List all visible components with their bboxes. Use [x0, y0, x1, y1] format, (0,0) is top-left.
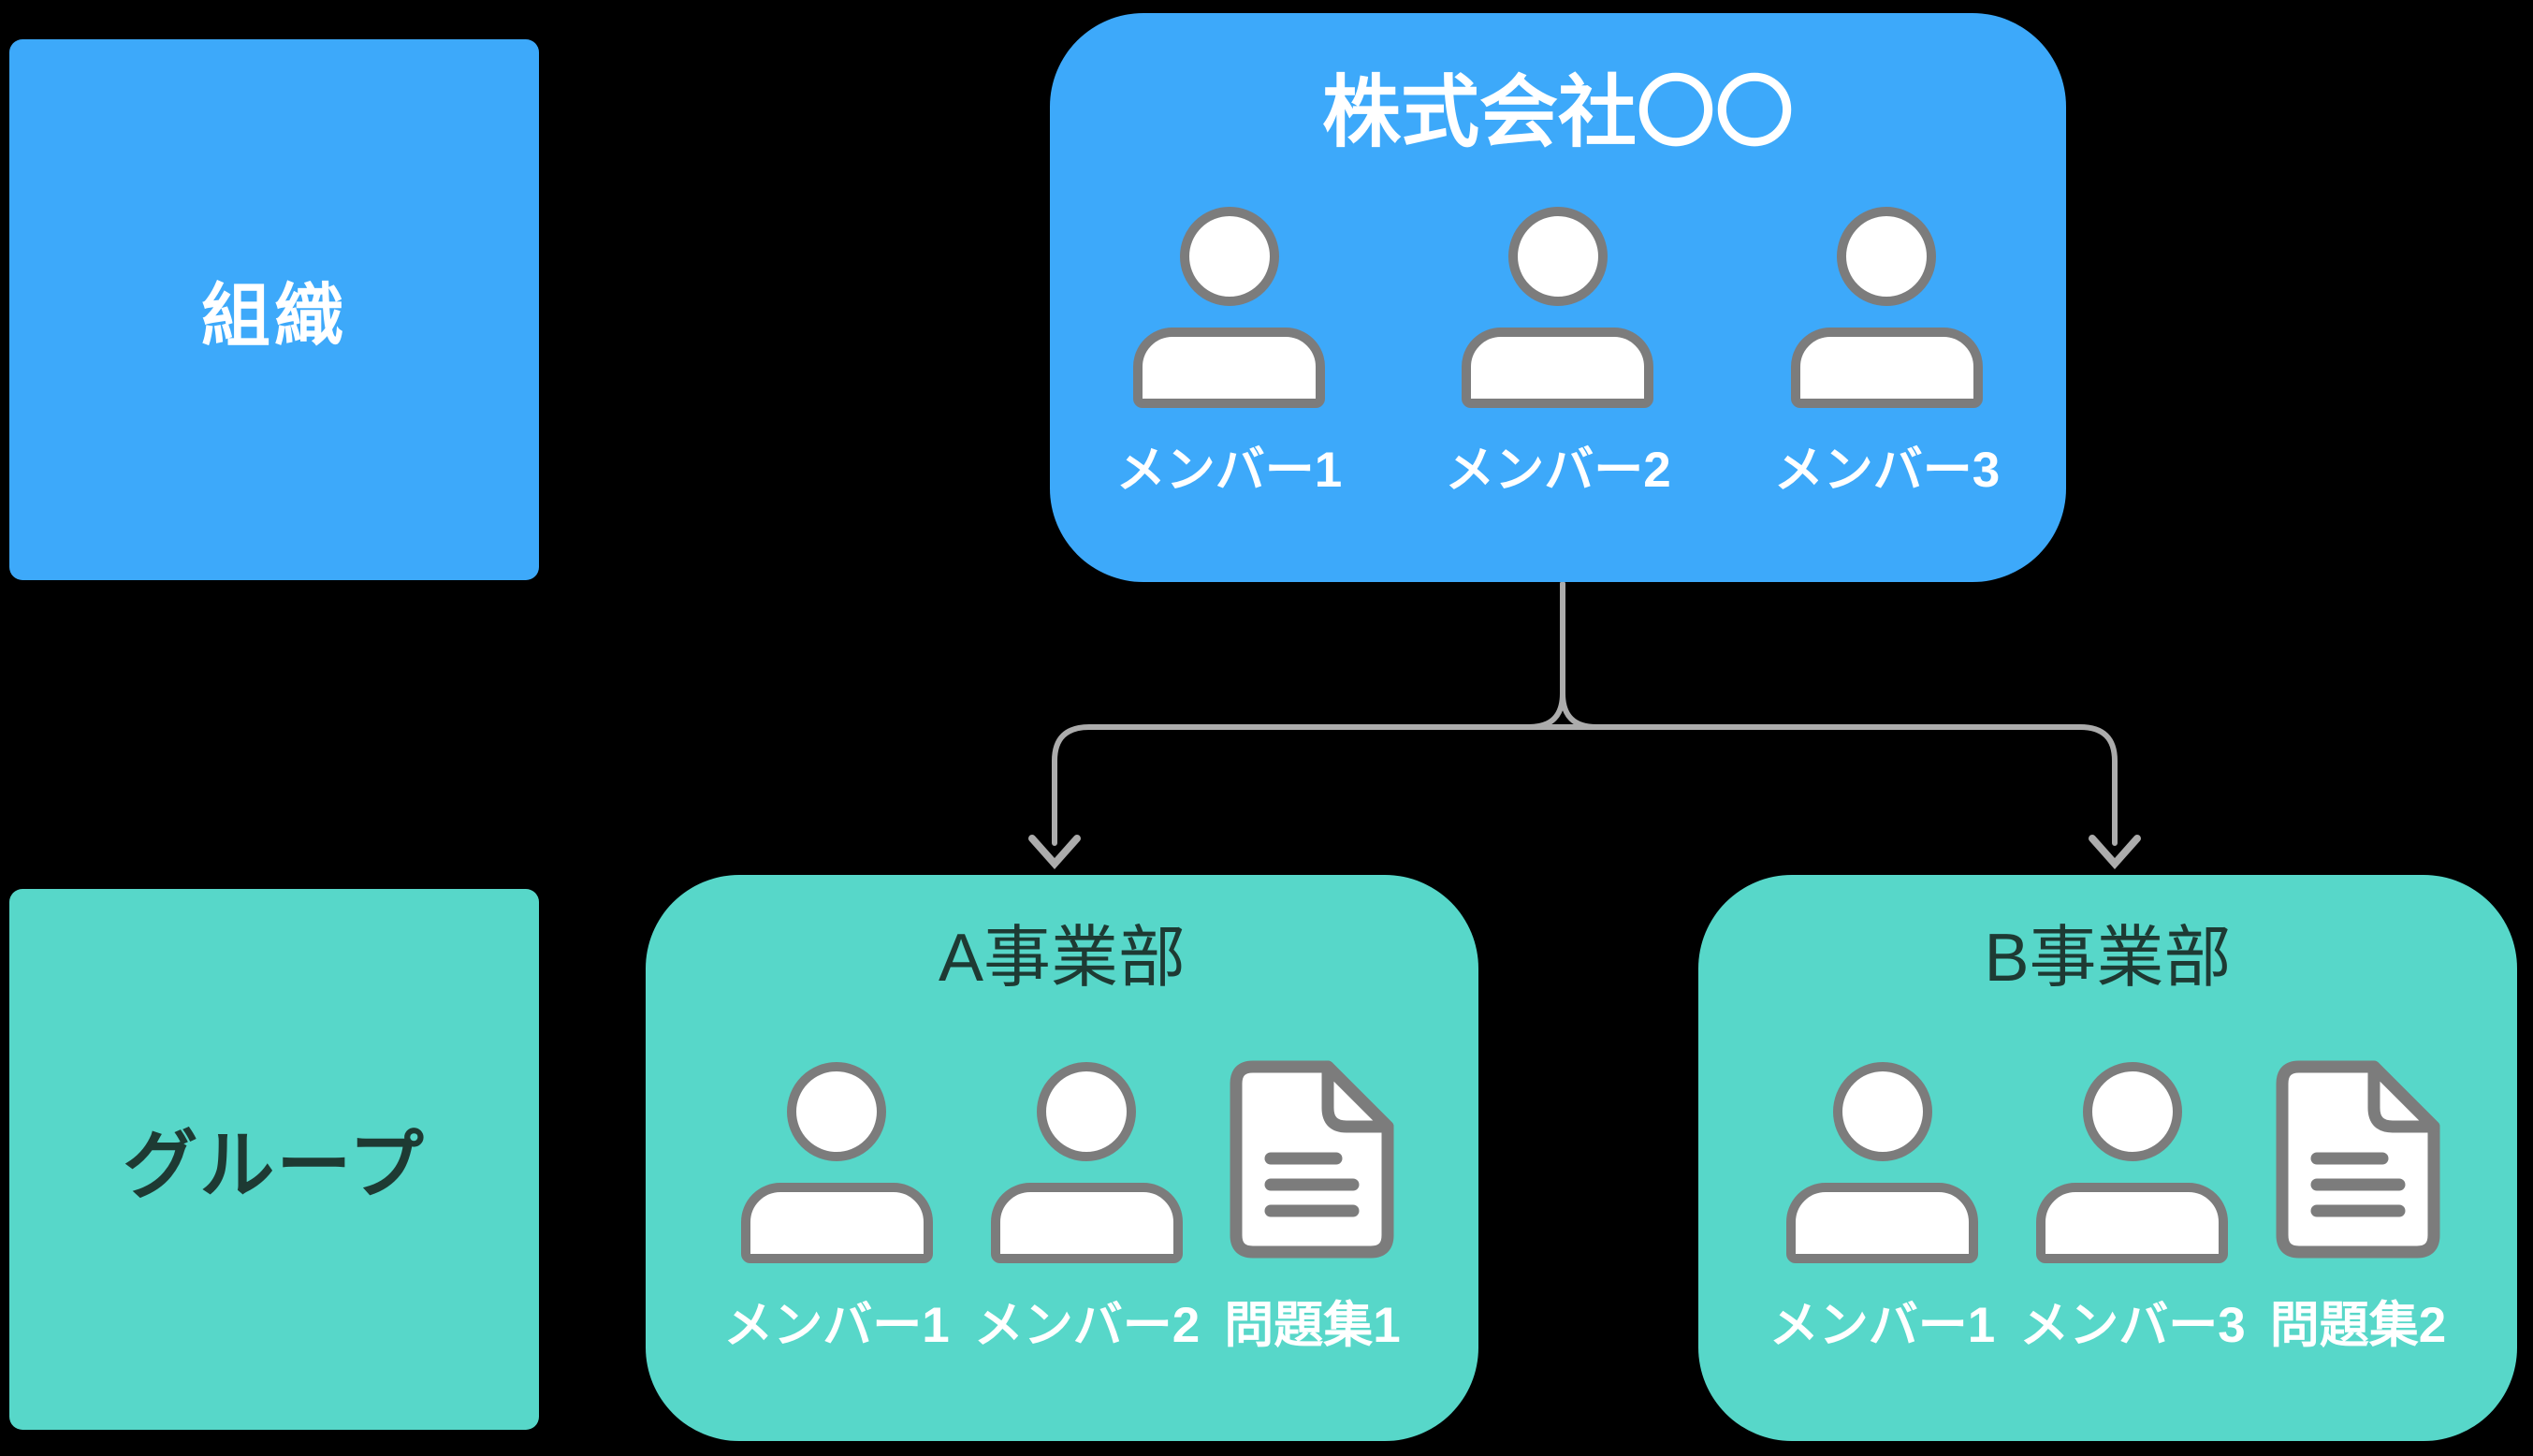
- person-icon: [740, 1061, 933, 1263]
- member-unit: メンバー2: [1445, 206, 1671, 498]
- person-icon: [990, 1061, 1183, 1263]
- document-icon: [1230, 1060, 1394, 1259]
- group-label: グループ: [123, 1124, 426, 1207]
- person-icon: [1790, 206, 1983, 408]
- person-head: [1832, 1061, 1932, 1161]
- person-icon: [1462, 206, 1654, 408]
- member-label: メンバー1: [1115, 442, 1343, 498]
- person-torso: [990, 1182, 1183, 1263]
- person-icon: [2036, 1061, 2229, 1263]
- member-unit: メンバー1: [1769, 1061, 1996, 1353]
- person-head: [2082, 1061, 2182, 1161]
- connector-stem-left-branch: [1052, 581, 1565, 846]
- company-members-row: メンバー1 メンバー2 メンバー3: [1115, 206, 2001, 498]
- person-head: [787, 1061, 886, 1161]
- division-a-title: A事業部: [938, 921, 1186, 996]
- document-icon: [2276, 1060, 2440, 1259]
- connector-stem-right-branch: [1560, 581, 2118, 846]
- person-head: [1837, 206, 1937, 306]
- person-head: [1037, 1061, 1137, 1161]
- person-icon: [1786, 1061, 1978, 1263]
- document-unit: 問題集2: [2270, 1056, 2446, 1353]
- person-torso: [740, 1182, 933, 1263]
- person-torso: [1786, 1182, 1978, 1263]
- member-unit: メンバー2: [973, 1061, 1201, 1353]
- member-unit: メンバー1: [723, 1061, 950, 1353]
- person-torso: [1133, 327, 1325, 408]
- company-title: 株式会社〇〇: [1321, 68, 1794, 156]
- organization-side-box: 組織: [9, 39, 539, 580]
- person-head: [1507, 206, 1608, 306]
- division-a-box: A事業部 メンバー1 メンバー2: [646, 875, 1478, 1441]
- company-box: 株式会社〇〇 メンバー1 メンバー2: [1050, 13, 2066, 582]
- member-label: メンバー1: [723, 1297, 950, 1353]
- member-label: メンバー1: [1769, 1297, 1996, 1353]
- document-label: 問題集1: [1224, 1297, 1401, 1353]
- member-unit: メンバー3: [2019, 1061, 2246, 1353]
- document-label: 問題集2: [2269, 1297, 2447, 1353]
- person-torso: [2036, 1182, 2229, 1263]
- person-torso: [1790, 327, 1983, 408]
- member-label: メンバー2: [1445, 442, 1671, 498]
- member-label: メンバー2: [973, 1297, 1201, 1353]
- division-b-title: B事業部: [1984, 921, 2232, 996]
- member-unit: メンバー3: [1773, 206, 2001, 498]
- division-a-members-row: メンバー1 メンバー2 問題集1: [723, 1056, 1401, 1353]
- group-side-box: グループ: [9, 889, 539, 1430]
- person-head: [1179, 206, 1279, 306]
- division-b-members-row: メンバー1 メンバー3 問題集2: [1769, 1056, 2446, 1353]
- arrow-down-right-icon: [2089, 835, 2141, 870]
- member-label: メンバー3: [2019, 1297, 2246, 1353]
- division-b-box: B事業部 メンバー1 メンバー3: [1698, 875, 2517, 1441]
- document-unit: 問題集1: [1224, 1056, 1401, 1353]
- member-label: メンバー3: [1773, 442, 2001, 498]
- member-unit: メンバー1: [1115, 206, 1343, 498]
- person-torso: [1462, 327, 1654, 408]
- organization-label: 組織: [201, 276, 347, 355]
- arrow-down-left-icon: [1028, 835, 1081, 870]
- person-icon: [1133, 206, 1325, 408]
